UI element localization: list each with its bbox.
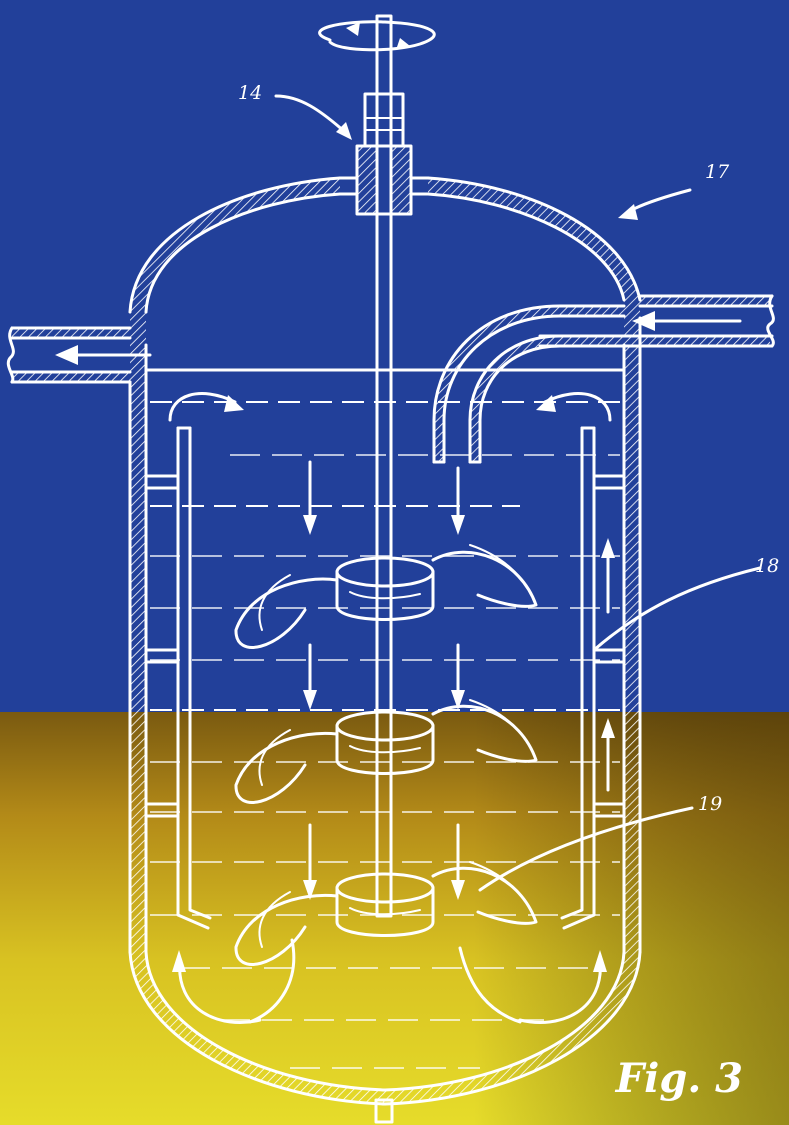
- vessel-bottom: [128, 950, 642, 1124]
- vessel-walls: [128, 300, 642, 954]
- impeller-middle: [234, 699, 538, 804]
- label-14: 14: [238, 82, 263, 104]
- label-19: 19: [698, 793, 723, 815]
- inlet-pipe: [432, 294, 775, 464]
- impeller-bottom: [234, 861, 538, 966]
- label-17: 17: [705, 161, 730, 183]
- draft-tube: [144, 426, 626, 930]
- figure-caption: Fig. 3: [615, 1055, 743, 1102]
- label-18: 18: [755, 555, 780, 577]
- outlet-pipe: [6, 326, 152, 384]
- impeller-top: [234, 544, 538, 649]
- leader-lines: [274, 94, 762, 892]
- flow-arrows: [168, 392, 615, 1024]
- vessel-head: [128, 144, 642, 314]
- rotation-arrow-icon: [318, 20, 436, 52]
- liquid-level-lines: [144, 368, 626, 1069]
